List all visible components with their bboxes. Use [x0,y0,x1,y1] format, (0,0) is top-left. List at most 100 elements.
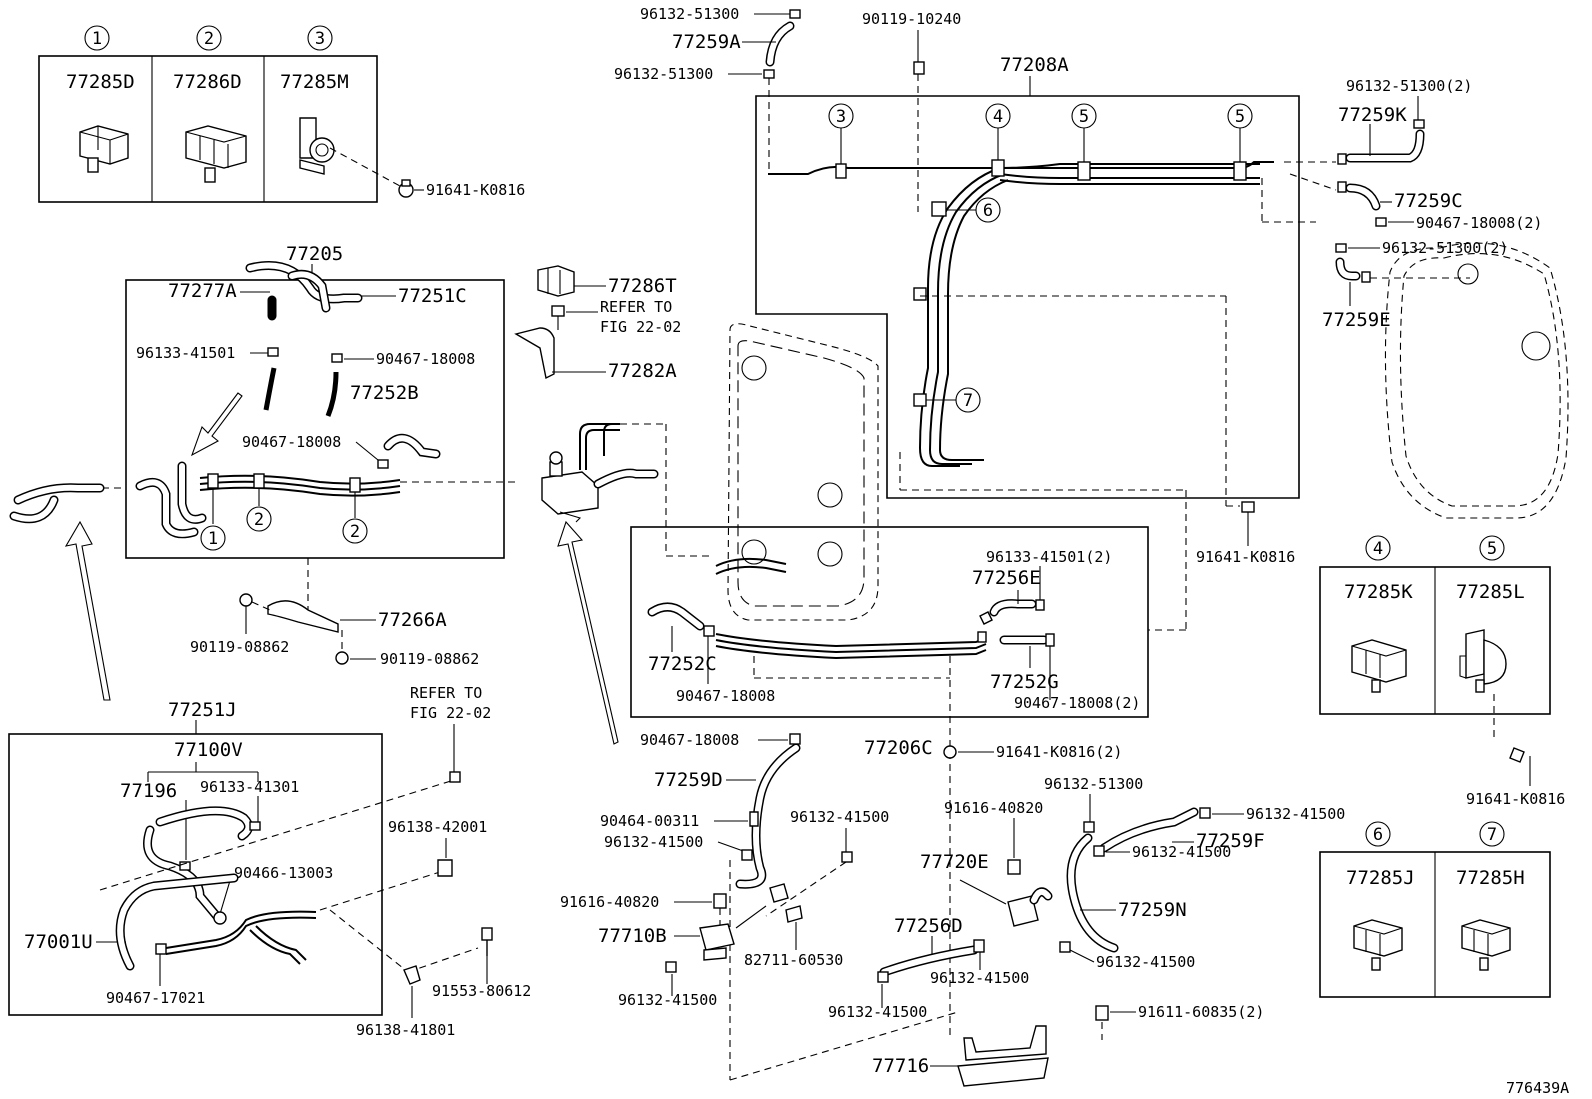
bracket-77266A: 77266A 90119-08862 90119-08862 [190,558,479,668]
fuel-tank-center [727,323,879,621]
label-96133-41501-2: 96133-41501(2) [986,548,1112,566]
label-90464-00311: 90464-00311 [600,812,699,830]
diagram-code: 776439A [1506,1079,1569,1097]
group-title-77251J: 77251J [168,699,237,721]
circled-number-6-ref: 6 [983,201,993,221]
label-91553-80612: 91553-80612 [432,982,531,1000]
group-title-77208A: 77208A [1000,54,1069,76]
label-77266A: 77266A [378,609,447,631]
refer-line2-upper: FIG 22-02 [600,318,681,336]
label-77710B: 77710B [598,925,667,947]
clip-77285H-icon [1461,919,1511,971]
label-96132-51300-top1: 96132-51300 [640,5,739,23]
circled-number-7: 7 [1487,825,1497,845]
valve-center-assembly [541,423,712,745]
label-77259D: 77259D [654,769,723,791]
label-96132-41500-e: 96132-41500 [930,969,1029,987]
label-77286T: 77286T [608,275,677,297]
clip-legend-6-7: 6 7 77285J 77285H [1319,821,1551,998]
label-91616-40820-b: 91616-40820 [944,799,1043,817]
clip-part-77285K: 77285K [1344,581,1413,603]
circled-number-4: 4 [1373,539,1383,559]
group-title-77100V: 77100V [174,739,243,761]
hose-77259A: 96132-51300 77259A 96132-51300 [614,5,801,174]
clip-77285D-icon [79,125,129,173]
label-91641-K0816-c: 91641-K0816 [1466,790,1565,808]
circled-number-4-ref: 4 [993,107,1003,127]
circled-number-1-ref: 1 [208,529,218,549]
label-82711-60530: 82711-60530 [744,951,843,969]
clip-77285J-icon [1353,919,1403,971]
clip-77285M-icon [299,117,335,175]
label-90467-18008-b: 90467-18008 [242,433,341,451]
group-77205: 77205 77277A 77251C 96133-41501 90467-18… [125,243,520,559]
label-90119-10240: 90119-10240 [862,10,961,28]
clip-part-77285L: 77285L [1456,581,1525,603]
clip-77285L-icon [1459,629,1507,693]
circled-number-5-ref-a: 5 [1079,107,1089,127]
label-77001U: 77001U [24,931,93,953]
label-90466-13003: 90466-13003 [234,864,333,882]
group-77208A: 90119-10240 77208A 3 4 5 5 6 7 91641-K08… [755,10,1337,631]
label-77196: 77196 [120,780,177,802]
circled-number-6: 6 [1373,825,1383,845]
circled-number-5-ref-b: 5 [1235,107,1245,127]
lower-right-center-assembly: 96132-51300 91616-40820 77720E 77259N 77… [828,775,1345,1087]
label-90119-08862-b: 90119-08862 [380,650,479,668]
bolt-icon [398,179,414,198]
label-96132-41500-f: 96132-41500 [828,1003,927,1021]
label-91641-K0816-d: 91641-K0816(2) [996,743,1122,761]
refer-note-lower: REFER TO FIG 22-02 96138-42001 91553-806… [356,684,531,1039]
bracket-77286T: 77286T REFER TO FIG 22-02 77282A [514,265,681,382]
label-77282A: 77282A [608,360,677,382]
label-96132-41500-h: 96132-41500 [1132,843,1231,861]
refer-line1-lower: REFER TO [410,684,482,702]
clip-legend-top-left: 1 2 3 77285D 77286D 77285M 91641-K0816 [38,25,525,203]
clip-part-77285H: 77285H [1456,867,1525,889]
label-90467-18008-2a: 90467-18008(2) [1416,214,1542,232]
group-77206C: 96133-41501(2) 77256E 90467-18008(2) 772… [630,526,1149,1040]
label-96132-41500-i: 96132-41500 [1096,953,1195,971]
label-77256D: 77256D [894,915,963,937]
label-96132-41500-b: 96132-41500 [790,808,889,826]
clip-part-77285D: 77285D [66,71,135,93]
circled-number-2: 2 [204,29,214,49]
left-pipe-section [9,483,126,701]
fuel-tank-right [1384,242,1569,519]
refer-line2-lower: FIG 22-02 [410,704,491,722]
label-77720E: 77720E [920,851,989,873]
label-77259K: 77259K [1338,104,1407,126]
label-90467-18008-2b: 90467-18008(2) [1014,694,1140,712]
label-77259N: 77259N [1118,899,1187,921]
circled-number-2-ref-a: 2 [254,510,264,530]
label-90467-18008-c: 90467-18008 [676,687,775,705]
label-96132-41500-g: 96132-41500 [1246,805,1345,823]
label-96132-51300-2a: 96132-51300(2) [1346,77,1472,95]
label-77716: 77716 [872,1055,929,1077]
label-96133-41501: 96133-41501 [136,344,235,362]
label-77277A: 77277A [168,280,237,302]
label-96138-41801: 96138-41801 [356,1021,455,1039]
label-77259C: 77259C [1394,190,1463,212]
group-77251J: 77251J 77100V 77196 96133-41301 90466-13… [8,699,479,1016]
clip-77285K-icon [1351,639,1407,693]
circled-number-2-ref-b: 2 [350,522,360,542]
label-96138-42001: 96138-42001 [388,818,487,836]
label-77256E: 77256E [972,567,1041,589]
label-77251C: 77251C [398,285,467,307]
circled-number-3: 3 [315,29,325,49]
label-96132-51300-2b: 96132-51300(2) [1382,239,1508,257]
label-91616-40820-a: 91616-40820 [560,893,659,911]
clip-part-77286D: 77286D [173,71,242,93]
label-77252B: 77252B [350,382,419,404]
label-96132-51300-top2: 96132-51300 [614,65,713,83]
clip-part-77285M: 77285M [280,71,349,93]
label-77259F: 77259F [1196,830,1265,852]
label-96132-41500-a: 96132-41500 [604,833,703,851]
label-77259E: 77259E [1322,309,1391,331]
group-title-77206C: 77206C [864,737,933,759]
circled-number-5: 5 [1487,539,1497,559]
label-90119-08862-a: 90119-08862 [190,638,289,656]
label-77252C: 77252C [648,653,717,675]
